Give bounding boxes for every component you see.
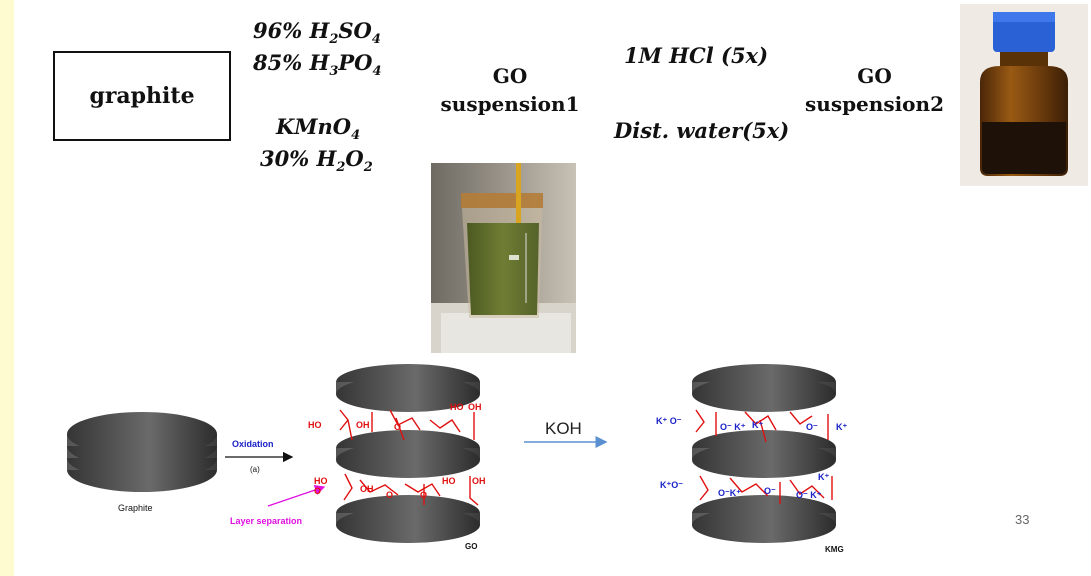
reagent-h2so4: 96% H2SO4 bbox=[253, 18, 381, 48]
graphite-box: graphite bbox=[53, 51, 231, 141]
go-group: OH bbox=[356, 420, 370, 430]
go-group: HO bbox=[442, 476, 456, 486]
reagent-kmno4: KMnO4 bbox=[276, 114, 361, 144]
beaker-photo bbox=[431, 163, 576, 353]
bottle-photo bbox=[960, 4, 1088, 186]
go-label: GO bbox=[465, 542, 477, 551]
kmg-group: O⁻K⁺ bbox=[718, 488, 741, 498]
go-group: OH bbox=[360, 484, 374, 494]
reagent-hcl-wash: 1M HCl (5x) bbox=[624, 43, 769, 68]
kmg-group: O⁻ K⁺ bbox=[796, 490, 822, 500]
graphite-box-label: graphite bbox=[89, 83, 195, 109]
go-group: HO bbox=[308, 420, 322, 430]
reagent-h2o2: 30% H2O2 bbox=[260, 146, 373, 176]
kmg-group: O⁻ bbox=[806, 422, 818, 432]
go-group: O bbox=[386, 490, 393, 500]
kmg-ionic-groups: K⁺ O⁻ O⁻ K⁺ K⁺ O⁻ K⁺ K⁺O⁻ O⁻K⁺ O⁻ K⁺ O⁻ … bbox=[656, 416, 847, 500]
kmg-label: KMG bbox=[825, 545, 844, 554]
step-a-label: (a) bbox=[250, 465, 260, 474]
kmg-group: K⁺ bbox=[818, 472, 829, 482]
reagent-water-wash: Dist. water(5x) bbox=[614, 118, 790, 143]
reagent-h3po4: 85% H3PO4 bbox=[253, 50, 382, 80]
go-functional-groups: HO OH O HO OH HO O OH OH HO O O bbox=[308, 402, 486, 500]
kmg-group: K⁺ bbox=[752, 420, 763, 430]
left-accent-bar bbox=[0, 0, 14, 576]
go-stack bbox=[336, 364, 480, 543]
graphite-label: Graphite bbox=[118, 503, 153, 513]
go-group: HO bbox=[314, 476, 328, 486]
page-number: 33 bbox=[1015, 512, 1030, 527]
layer-separation-label: Layer separation bbox=[230, 516, 302, 526]
product-go-suspension2: GO suspension2 bbox=[805, 64, 944, 116]
kmg-group: O⁻ bbox=[764, 486, 776, 496]
go-group: HO bbox=[450, 402, 464, 412]
go-group: O bbox=[314, 486, 321, 496]
go-functional-bonds bbox=[339, 409, 479, 506]
go-group: OH bbox=[472, 476, 486, 486]
product-go-suspension1: GO suspension1 bbox=[440, 64, 580, 116]
kmg-functional-bonds bbox=[695, 409, 833, 504]
kmg-group: K⁺ bbox=[836, 422, 847, 432]
koh-label: KOH bbox=[545, 419, 582, 438]
kmg-group: O⁻ K⁺ bbox=[720, 422, 746, 432]
go-group: O bbox=[420, 490, 427, 500]
go-group: O bbox=[394, 422, 401, 432]
reaction-scheme: Graphite Oxidation (a) Layer separation … bbox=[67, 364, 847, 554]
kmg-group: K⁺O⁻ bbox=[660, 480, 683, 490]
layer-separation-arrow bbox=[267, 484, 326, 507]
oxidation-label: Oxidation bbox=[232, 439, 274, 449]
kmg-stack bbox=[692, 364, 836, 543]
go-group: OH bbox=[468, 402, 482, 412]
kmg-group: K⁺ O⁻ bbox=[656, 416, 682, 426]
graphite-stack bbox=[67, 412, 217, 492]
